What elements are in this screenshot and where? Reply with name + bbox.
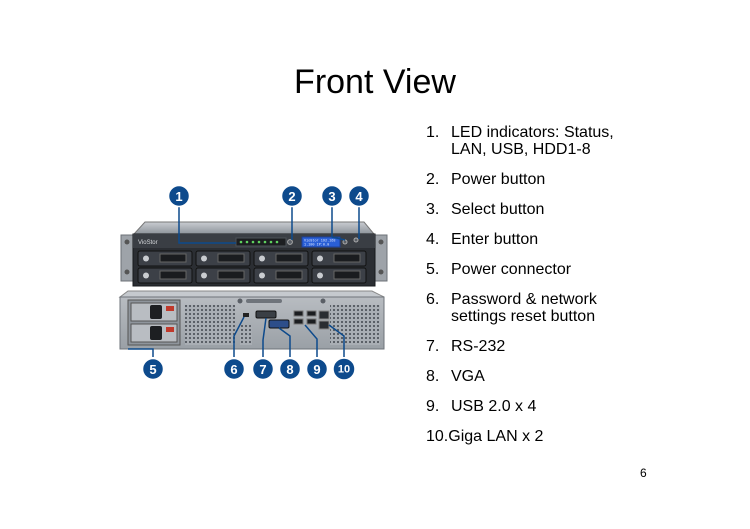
- select-button[interactable]: [342, 239, 348, 245]
- callout-1: 1: [167, 184, 191, 208]
- usb-port[interactable]: [293, 318, 304, 325]
- callout-7: 7: [251, 357, 275, 381]
- svg-text:2: 2: [288, 189, 295, 204]
- item-text: RS-232: [451, 338, 506, 355]
- list-item: 2. Power button: [426, 171, 726, 188]
- callout-8: 8: [278, 357, 302, 381]
- lcd-panel: [301, 236, 341, 248]
- io-ports: [243, 310, 330, 330]
- front-chassis: VioStor VioStor 192.168 1.100 IP:0.0: [120, 221, 388, 287]
- slide-title: Front View: [294, 63, 456, 101]
- callout-markers: 1 2 3 4 5 6 7 8: [141, 184, 371, 381]
- brand-logo: VioStor: [138, 240, 158, 246]
- item-text: Enter button: [451, 231, 539, 248]
- callout-6: 6: [222, 357, 246, 381]
- list-item: 7. RS-232: [426, 338, 726, 355]
- item-number: 2.: [426, 171, 440, 188]
- list-item: 10. Giga LAN x 2: [426, 428, 726, 445]
- item-text: Giga LAN x 2: [448, 428, 544, 445]
- callout-9: 9: [305, 357, 329, 381]
- list-item: 5. Power connector: [426, 261, 726, 278]
- drive-tray[interactable]: [253, 250, 309, 267]
- usb-port[interactable]: [306, 310, 317, 317]
- svg-text:4: 4: [355, 189, 363, 204]
- led-indicators: [235, 237, 287, 247]
- item-text: LED indicators: Status, LAN, USB, HDD1-8: [451, 124, 614, 158]
- callout-leader-lines: [128, 205, 360, 357]
- callout-3: 3: [320, 184, 344, 208]
- rear-chassis: [118, 290, 385, 350]
- item-number: 1.: [426, 124, 440, 141]
- rear-vent-right: [330, 305, 380, 345]
- power-connector[interactable]: [150, 326, 162, 340]
- svg-text:1.100 IP:0.0: 1.100 IP:0.0: [304, 244, 329, 248]
- power-supply-units: [127, 299, 181, 346]
- item-text: Password & network settings reset button: [451, 291, 597, 325]
- svg-text:VioStor 192.168: VioStor 192.168: [304, 239, 336, 244]
- item-number: 8.: [426, 368, 440, 385]
- page-number: 6: [640, 466, 647, 480]
- drive-bays: [137, 250, 367, 284]
- item-text: USB 2.0 x 4: [451, 398, 537, 415]
- usb-port[interactable]: [306, 318, 317, 325]
- item-number: 6.: [426, 291, 440, 308]
- drive-tray[interactable]: [311, 250, 367, 267]
- item-number: 10.: [426, 428, 449, 445]
- svg-text:3: 3: [328, 189, 335, 204]
- svg-text:6: 6: [230, 362, 237, 377]
- reset-button[interactable]: [243, 313, 249, 317]
- drive-tray[interactable]: [137, 250, 193, 267]
- power-connector[interactable]: [150, 305, 162, 319]
- lan-port[interactable]: [318, 310, 330, 320]
- list-item: 1. LED indicators: Status, LAN, USB, HDD…: [426, 124, 726, 158]
- list-item: 8. VGA: [426, 368, 726, 385]
- svg-text:7: 7: [259, 362, 266, 377]
- svg-text:10: 10: [338, 364, 350, 376]
- list-item: 3. Select button: [426, 201, 726, 218]
- drive-tray[interactable]: [253, 267, 309, 284]
- feature-list: 1. LED indicators: Status, LAN, USB, HDD…: [426, 124, 726, 458]
- drive-tray[interactable]: [137, 267, 193, 284]
- svg-text:9: 9: [313, 362, 320, 377]
- callout-10: 10: [332, 357, 356, 381]
- item-text: VGA: [451, 368, 485, 385]
- drive-tray[interactable]: [311, 267, 367, 284]
- list-item: 9. USB 2.0 x 4: [426, 398, 726, 415]
- drive-tray[interactable]: [195, 250, 251, 267]
- callout-2: 2: [280, 184, 304, 208]
- item-text: Select button: [451, 201, 545, 218]
- item-text: Power connector: [451, 261, 572, 278]
- item-number: 3.: [426, 201, 440, 218]
- item-number: 4.: [426, 231, 440, 248]
- rear-vent-left: [185, 305, 235, 345]
- usb-port[interactable]: [293, 310, 304, 317]
- list-item: 6. Password & network settings reset but…: [426, 291, 726, 325]
- item-number: 7.: [426, 338, 440, 355]
- vga-port[interactable]: [268, 319, 290, 329]
- svg-text:5: 5: [149, 362, 156, 377]
- svg-text:1: 1: [175, 189, 182, 204]
- list-item: 4. Enter button: [426, 231, 726, 248]
- drive-tray[interactable]: [195, 267, 251, 284]
- enter-button[interactable]: [353, 237, 359, 243]
- rs232-port[interactable]: [255, 310, 277, 319]
- item-number: 9.: [426, 398, 440, 415]
- item-text: Power button: [451, 171, 546, 188]
- lan-port[interactable]: [318, 320, 330, 330]
- callout-4: 4: [347, 184, 371, 208]
- item-number: 5.: [426, 261, 440, 278]
- callout-5: 5: [141, 357, 165, 381]
- svg-text:8: 8: [286, 362, 293, 377]
- power-button[interactable]: [287, 239, 293, 245]
